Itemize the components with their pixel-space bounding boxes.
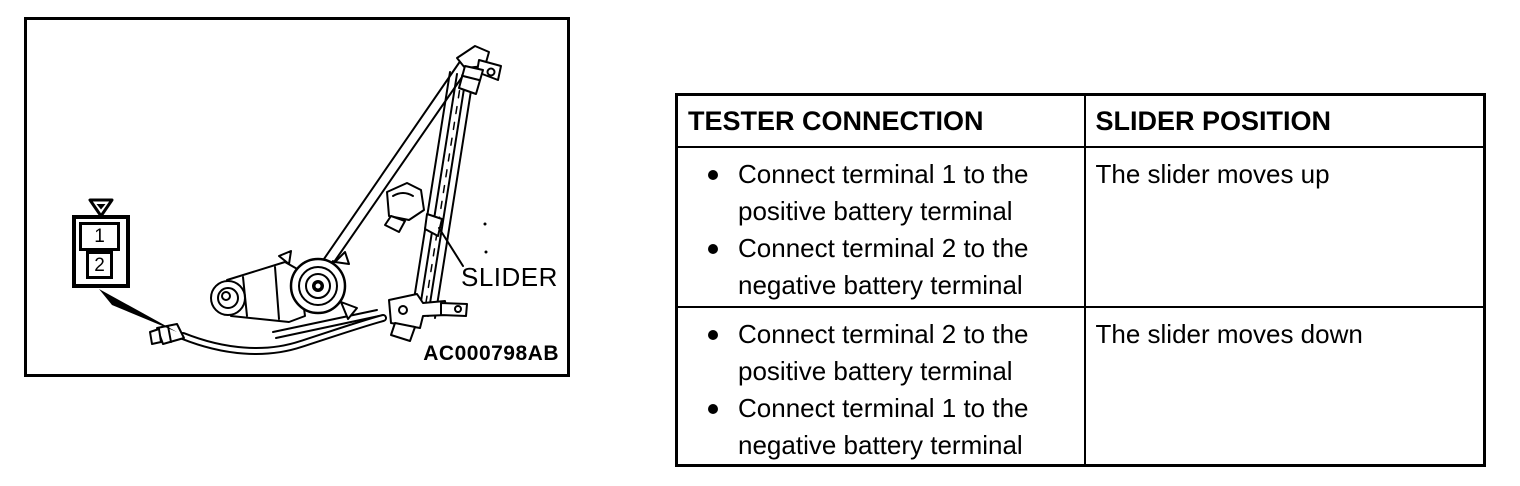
slider-callout-label: SLIDER — [461, 262, 558, 292]
regulator-figure-panel: 1 2 SLIDER AC000798AB — [24, 17, 570, 377]
terminal-1-cell: 1 — [79, 222, 120, 251]
regulator-rail — [411, 71, 474, 319]
connector-pinout-box: 1 2 — [72, 215, 130, 288]
table-row: Connect terminal 2 to the positive batte… — [675, 305, 1486, 466]
column-header-tester-connection: TESTER CONNECTION — [675, 93, 1086, 148]
connection-step: Connect terminal 1 to the positive batte… — [708, 156, 1078, 230]
terminal-2-cell: 2 — [86, 251, 113, 279]
motor-assembly — [210, 250, 358, 323]
pinout-pointer-wedge — [99, 289, 177, 332]
table-header-row: TESTER CONNECTION SLIDER POSITION — [675, 93, 1486, 148]
connection-steps-cell: Connect terminal 1 to the positive batte… — [675, 145, 1086, 308]
slider-leader-line — [438, 227, 464, 267]
connection-step: Connect terminal 2 to the positive batte… — [708, 316, 1078, 390]
connection-steps-cell: Connect terminal 2 to the positive batte… — [675, 305, 1086, 466]
slider-result-cell: The slider moves down — [1083, 305, 1486, 466]
connection-step: Connect terminal 1 to the negative batte… — [708, 390, 1078, 464]
connection-steps-list: Connect terminal 2 to the positive batte… — [688, 316, 1078, 464]
tester-connection-table: TESTER CONNECTION SLIDER POSITION Connec… — [675, 93, 1486, 467]
rail-mid-bracket — [384, 182, 425, 233]
connector-marker-icon — [88, 198, 114, 218]
lift-arm — [310, 59, 470, 279]
window-regulator-drawing — [99, 45, 502, 355]
connection-step: Connect terminal 2 to the negative batte… — [708, 230, 1078, 304]
connection-steps-list: Connect terminal 1 to the positive batte… — [688, 156, 1078, 304]
rail-top-bracket — [456, 45, 502, 95]
connector-plug — [149, 323, 185, 345]
motor-cable — [179, 314, 387, 355]
table-row: Connect terminal 1 to the positive batte… — [675, 145, 1486, 308]
slider-result-cell: The slider moves up — [1083, 145, 1486, 308]
column-header-slider-position: SLIDER POSITION — [1083, 93, 1486, 148]
rail-bottom-bracket — [388, 293, 468, 342]
figure-code: AC000798AB — [423, 342, 559, 365]
slider-tab — [424, 213, 443, 237]
lower-arm-strut — [272, 309, 380, 339]
